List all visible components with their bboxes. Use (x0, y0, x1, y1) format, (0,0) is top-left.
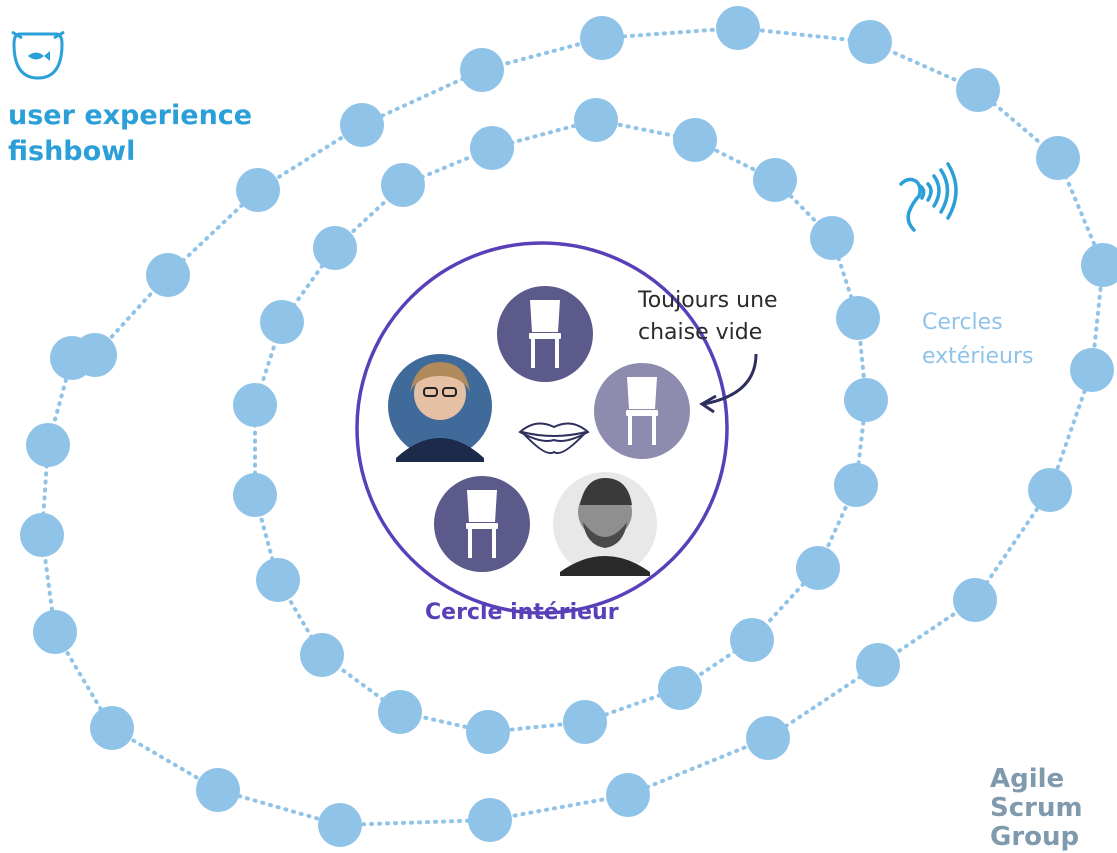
seat-dot (753, 158, 797, 202)
seat-dot (233, 473, 277, 517)
seat-dot (856, 643, 900, 687)
empty-chair-line-1: Toujours une (638, 288, 778, 313)
seat-dot (233, 383, 277, 427)
brand-bottom-line-1: Agile (990, 764, 1065, 794)
seat-dot (146, 253, 190, 297)
outer-circles-line-2: extérieurs (922, 344, 1034, 369)
seat-dot (1070, 348, 1114, 392)
seat-dot (956, 68, 1000, 112)
seat-dot (236, 168, 280, 212)
brand-line-2: fishbowl (8, 136, 136, 167)
seat-dot (340, 103, 384, 147)
chair-icon (434, 476, 530, 572)
seat-dot (796, 546, 840, 590)
person-woman-avatar (388, 354, 492, 462)
seat-dot (563, 700, 607, 744)
seat-dot (716, 6, 760, 50)
seat-dot (20, 513, 64, 557)
seat-dot (378, 690, 422, 734)
seat-dot (33, 610, 77, 654)
seat-dot (196, 768, 240, 812)
seat-dot (313, 226, 357, 270)
person-man-avatar (553, 472, 657, 576)
brand-line-1: user experience (8, 100, 253, 131)
seat-dot (730, 618, 774, 662)
seat-dot (953, 578, 997, 622)
empty-chair-annotation: Toujours une chaise vide (638, 285, 828, 349)
seat-dot (466, 710, 510, 754)
seat-dot (470, 126, 514, 170)
seat-dot (460, 48, 504, 92)
dotted-connector (253, 117, 869, 735)
seat-dot (256, 558, 300, 602)
seat-dot (574, 98, 618, 142)
seat-dot (848, 20, 892, 64)
seat-dot (673, 118, 717, 162)
brand-bottom-line-3: Group (990, 822, 1080, 852)
agile-scrum-group-logo: Agile Scrum Group (990, 765, 1083, 852)
seat-dot (381, 163, 425, 207)
seat-dot (1036, 136, 1080, 180)
seat-dot (746, 716, 790, 760)
seat-dot (260, 300, 304, 344)
seat-dot (318, 803, 362, 847)
chair-icon (594, 363, 690, 459)
seat-dot (1081, 243, 1117, 287)
fishbowl-icon (11, 30, 65, 80)
seat-dot (810, 216, 854, 260)
lips-icon (518, 422, 590, 454)
outer-seats (20, 6, 1117, 847)
seat-dot (844, 378, 888, 422)
seat-dot (468, 798, 512, 842)
seat-dot (90, 706, 134, 750)
seat-dot (834, 463, 878, 507)
seat-dot (300, 633, 344, 677)
brand-bottom-line-2: Scrum (990, 793, 1083, 823)
curved-arrow-icon (699, 353, 758, 414)
seat-dot (658, 666, 702, 710)
chair-icon (497, 286, 593, 382)
seat-dot (73, 333, 117, 377)
empty-chair-line-2: chaise vide (638, 320, 763, 345)
seat-dot (1028, 468, 1072, 512)
ear-listening-icon (899, 162, 958, 232)
seat-dot (26, 423, 70, 467)
outer-circles-line-1: Cercles (922, 310, 1003, 335)
inner-circle-label: Cercle intérieur (425, 600, 619, 625)
seat-dot (836, 296, 880, 340)
seat-dot (580, 16, 624, 60)
outer-circles-label: Cercles extérieurs (922, 306, 1033, 374)
seat-dot (606, 773, 650, 817)
